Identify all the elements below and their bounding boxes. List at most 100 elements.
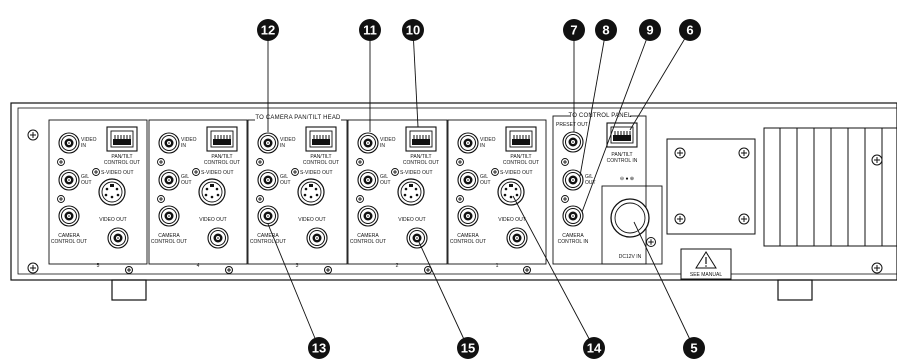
gl-out-bnc	[457, 169, 479, 191]
chassis	[10, 102, 897, 301]
video-in-bnc	[58, 132, 80, 154]
callout-14: 14	[512, 195, 605, 359]
video-out-label: VIDEO OUT	[199, 217, 227, 223]
video-out-label: VIDEO OUT	[498, 217, 526, 223]
gl-out-label: OUT	[480, 180, 491, 186]
power-screw	[646, 237, 656, 247]
pan-tilt-control-out-label: CONTROL OUT	[403, 160, 439, 166]
pan-tilt-control-in-label: PAN/TILT	[611, 152, 632, 158]
power-frame	[601, 185, 663, 265]
gl-out-bnc	[58, 169, 80, 191]
svg-text:13: 13	[312, 341, 326, 356]
heat-sink	[763, 127, 897, 247]
gl-out-bnc	[357, 169, 379, 191]
camera-control-out-label: CAMERA	[357, 233, 379, 239]
pan-tilt-control-out-jack	[206, 126, 238, 152]
video-in-label: VIDEO	[181, 137, 197, 143]
video-in-label: IN	[380, 143, 385, 149]
s-video-out-label: S-VIDEO OUT	[201, 170, 234, 176]
svg-text:12: 12	[261, 23, 275, 38]
video-out-label: VIDEO OUT	[398, 217, 426, 223]
ground-bolt	[356, 195, 364, 203]
fan-plate-screw	[738, 147, 750, 159]
pan-tilt-control-out-label: PAN/TILT	[211, 154, 232, 160]
video-in-bnc	[158, 132, 180, 154]
dc12v-in-label: DC12V IN	[619, 254, 642, 260]
gl-out-bnc	[257, 169, 279, 191]
chassis-screw	[871, 154, 883, 166]
gl-out-label: G/L	[181, 174, 189, 180]
chassis-screw	[871, 262, 883, 274]
svg-text:15: 15	[461, 341, 475, 356]
frame-screw	[523, 266, 531, 274]
dc-power-jack	[610, 198, 650, 238]
s-video-bolt	[391, 168, 399, 176]
ground-bolt	[456, 158, 464, 166]
pan-tilt-control-out-jack	[505, 126, 537, 152]
camera-control-out-label: CAMERA	[158, 233, 180, 239]
svg-text:6: 6	[686, 23, 693, 38]
callout-9: 9	[581, 19, 661, 213]
pan-tilt-control-out-label: CONTROL OUT	[303, 160, 339, 166]
camera-control-out-label: CONTROL OUT	[51, 239, 87, 245]
gl-out-label: G/L	[480, 174, 488, 180]
ground-bolt	[57, 158, 65, 166]
s-video-out-connector	[98, 178, 126, 206]
s-video-out-connector	[397, 178, 425, 206]
s-video-bolt	[291, 168, 299, 176]
pan-tilt-control-in-label: CONTROL IN	[607, 158, 638, 164]
ground-bolt	[561, 158, 569, 166]
ground-bolt	[256, 195, 264, 203]
s-video-out-connector	[198, 178, 226, 206]
camera-head-header: TO CAMERA PAN/TILT HEAD	[255, 115, 341, 121]
svg-text:9: 9	[646, 23, 653, 38]
s-video-out-label: S-VIDEO OUT	[500, 170, 533, 176]
camera-control-out-label: CAMERA	[58, 233, 80, 239]
camera-control-out-bnc	[357, 205, 379, 227]
gl-out-label: G/L	[380, 174, 388, 180]
ground-bolt	[157, 158, 165, 166]
gl-out-label: G/L	[280, 174, 288, 180]
video-out-label: VIDEO OUT	[99, 217, 127, 223]
callout-15: 15	[417, 239, 479, 359]
callout-11: 11	[359, 19, 381, 132]
cp-gl-out-label: OUT	[585, 180, 596, 186]
video-in-label: VIDEO	[480, 137, 496, 143]
camera-control-out-label: CONTROL OUT	[350, 239, 386, 245]
video-in-label: IN	[81, 143, 86, 149]
video-in-label: VIDEO	[380, 137, 396, 143]
ground-bolt	[256, 158, 264, 166]
callout-13: 13	[267, 223, 330, 359]
pan-tilt-control-out-jack	[106, 126, 138, 152]
camera-control-out-bnc	[58, 205, 80, 227]
fan-plate-screw	[738, 213, 750, 225]
svg-text:5: 5	[690, 341, 697, 356]
ground-bolt	[356, 158, 364, 166]
camera-control-in-bnc	[562, 205, 584, 227]
s-video-out-label: S-VIDEO OUT	[101, 170, 134, 176]
pan-tilt-control-out-label: CONTROL OUT	[104, 160, 140, 166]
gl-out-label: G/L	[81, 174, 89, 180]
channel-number: 1	[496, 263, 499, 269]
ground-bolt	[57, 195, 65, 203]
callout-7: 7	[563, 19, 585, 132]
pan-tilt-control-in-jack	[606, 122, 638, 148]
camera-control-out-label: CONTROL OUT	[450, 239, 486, 245]
chassis-body	[10, 102, 897, 281]
gl-out-bnc	[158, 169, 180, 191]
camera-control-out-label: CONTROL OUT	[151, 239, 187, 245]
ground-bolt	[157, 195, 165, 203]
video-in-bnc	[357, 132, 379, 154]
s-video-out-label: S-VIDEO OUT	[300, 170, 333, 176]
gl-out-label: OUT	[181, 180, 192, 186]
video-in-label: IN	[280, 143, 285, 149]
pan-tilt-control-out-jack	[305, 126, 337, 152]
camera-control-out-label: CAMERA	[257, 233, 279, 239]
preset-out-bnc	[562, 131, 584, 153]
frame-screw	[324, 266, 332, 274]
